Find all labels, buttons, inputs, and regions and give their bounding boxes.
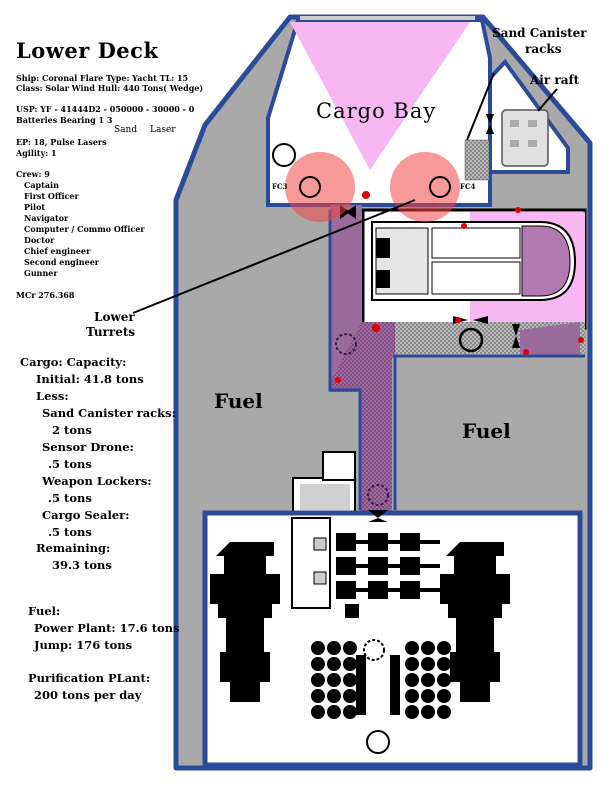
cargo-bay-label: Cargo Bay xyxy=(316,99,437,123)
crew-member: Second engineer xyxy=(24,257,100,267)
air-raft-label: Air raft xyxy=(530,73,580,87)
cargo-line: Sand Canister racks: xyxy=(42,406,176,420)
lower-turrets-label: Lower xyxy=(94,310,135,324)
fuel-line: Jump: 176 tons xyxy=(34,638,133,652)
crew-member: Chief engineer xyxy=(24,246,91,256)
batteries-line: Batteries Bearing 1 3 xyxy=(16,115,113,125)
fuel-tank-wall-left xyxy=(328,210,362,510)
usp-line: USP: YF - 41444D2 - 050000 - 30000 - 0 xyxy=(16,104,195,114)
cargo-line: Cargo Sealer: xyxy=(42,508,130,522)
power-plant-right xyxy=(440,542,510,702)
turret-fc3 xyxy=(299,176,321,198)
class-line: Class: Solar Wind Hull: 440 Tons( Wedge) xyxy=(16,83,204,93)
turret-leader-line xyxy=(132,199,416,314)
fuel-processor-bank-left xyxy=(311,641,366,719)
crew-member: First Officer xyxy=(24,191,79,201)
air-raft-leader-line xyxy=(537,88,558,112)
air-raft-seat xyxy=(528,140,537,147)
fuel-tank-label-right: Fuel xyxy=(462,419,511,443)
ladder-hatch-walkway xyxy=(458,327,484,353)
air-raft-seat xyxy=(510,120,519,127)
cargo-line: .5 tons xyxy=(48,525,92,539)
fc4-label: FC4 xyxy=(460,182,476,191)
turret-fc4 xyxy=(429,176,451,198)
purification-line: 200 tons per day xyxy=(34,688,142,702)
lower-turrets-label: Turrets xyxy=(86,325,136,339)
red-marker xyxy=(335,191,584,383)
sand-canister-rack xyxy=(464,139,490,181)
ladder-hatch-cargo xyxy=(272,143,296,167)
cargo-line: Sensor Drone: xyxy=(42,440,134,454)
sand-rack-leader-line xyxy=(466,72,495,141)
dashed-hatch xyxy=(363,639,385,661)
sand-racks-label: Sand Canister xyxy=(492,26,587,40)
purification-line: Purification PLant: xyxy=(28,671,151,685)
corridor-lower xyxy=(360,355,392,515)
agility-line: Agility: 1 xyxy=(16,148,57,158)
shuttle-machinery xyxy=(376,238,390,258)
fuel-tank-label-left: Fuel xyxy=(214,389,263,413)
fc3-label: FC3 xyxy=(272,182,288,191)
fuel-line: Fuel: xyxy=(28,604,61,618)
corridor-right xyxy=(520,322,580,356)
sensor-drone xyxy=(300,484,350,510)
fuel-line: Power Plant: 17.6 tons xyxy=(34,621,180,635)
sand-racks-label: racks xyxy=(525,42,562,56)
cost-line: MCr 276.368 xyxy=(16,290,75,300)
dashed-hatch xyxy=(335,333,357,355)
cargo-line: Remaining: xyxy=(36,541,111,555)
shuttle-bay xyxy=(431,227,521,259)
crew-member: Navigator xyxy=(24,213,69,223)
console-seat xyxy=(313,571,327,585)
cargo-line: Weapon Lockers: xyxy=(42,474,152,488)
ep-line: EP: 18, Pulse Lasers xyxy=(16,137,107,147)
jump-drive-units xyxy=(336,533,440,618)
cargo-line: Initial: 41.8 tons xyxy=(36,372,144,386)
turret-fire-arc-fc4 xyxy=(390,152,460,222)
cargo-line: .5 tons xyxy=(48,457,92,471)
air-raft xyxy=(501,109,549,167)
battery-type-sand: Sand xyxy=(114,125,138,135)
crew-member: Pilot xyxy=(24,202,46,212)
page-title: Lower Deck xyxy=(16,38,159,63)
ship-line: Ship: Coronal Flare Type: Yacht TL: 15 xyxy=(16,73,189,83)
sensor-scan-cone xyxy=(290,22,470,170)
ladder-hatch-engineering xyxy=(366,730,390,754)
air-raft-seat xyxy=(528,120,537,127)
crew-member: Computer / Commo Officer xyxy=(24,224,145,234)
cargo-line: Less: xyxy=(36,389,69,403)
shuttle-machinery xyxy=(376,270,390,288)
crew-member: Doctor xyxy=(24,235,55,245)
console-seat xyxy=(313,537,327,551)
control-console xyxy=(291,517,331,609)
battery-type-laser: Laser xyxy=(150,125,176,135)
fuel-processor-bank-right xyxy=(390,641,451,719)
drone-bay-top xyxy=(322,451,356,481)
air-raft-seat xyxy=(510,140,519,147)
cargo-line: .5 tons xyxy=(48,491,92,505)
cargo-bay-hatch xyxy=(300,16,475,20)
crew-member: Captain xyxy=(24,180,59,190)
cargo-line: Cargo: Capacity: xyxy=(20,355,127,369)
crew-member: Gunner xyxy=(24,268,58,278)
power-plant-left xyxy=(210,542,280,702)
crew-header: Crew: 9 xyxy=(16,169,50,179)
dashed-hatch xyxy=(367,484,389,506)
cargo-line: 39.3 tons xyxy=(52,558,112,572)
shuttle-bay xyxy=(431,261,521,295)
cargo-line: 2 tons xyxy=(52,423,92,437)
fuel-tank-wall-right xyxy=(393,354,585,510)
shuttle-cockpit xyxy=(521,225,571,297)
